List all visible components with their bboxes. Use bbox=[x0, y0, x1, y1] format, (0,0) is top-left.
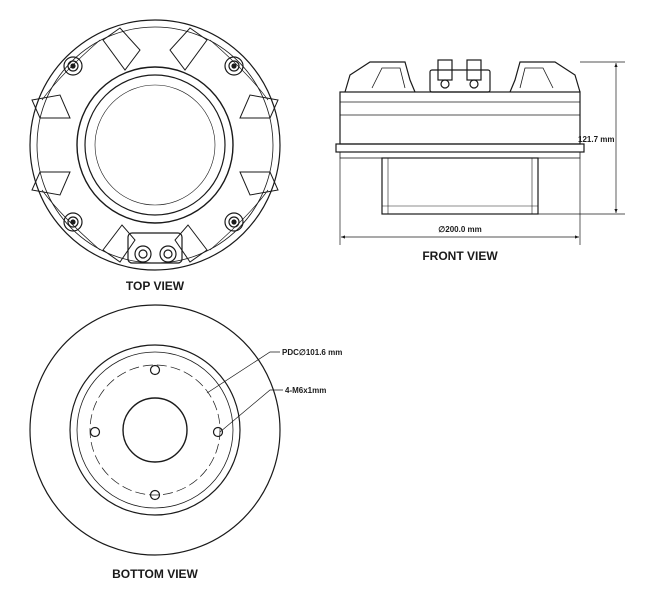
front-rib-right bbox=[509, 61, 581, 93]
rib-pocket bbox=[174, 224, 208, 263]
bottom-view-title: BOTTOM VIEW bbox=[112, 567, 198, 581]
pcd-label: PDC∅101.6 mm bbox=[282, 348, 342, 357]
top-terminal-block bbox=[127, 232, 183, 264]
front-rib-right-inner bbox=[519, 67, 554, 89]
bottom-mounting-hole bbox=[149, 364, 161, 376]
thread-label: 4-M6x1mm bbox=[285, 386, 326, 395]
bottom-mounting-hole bbox=[89, 426, 101, 438]
rib-arc bbox=[209, 189, 269, 251]
top-ribs bbox=[31, 27, 279, 263]
rib-pocket bbox=[239, 171, 279, 196]
bottom-outer-rim bbox=[29, 304, 281, 556]
rib-pocket bbox=[102, 224, 136, 263]
bottom-flange-inner-ring bbox=[76, 351, 234, 509]
top-center-inner-ring bbox=[84, 74, 226, 216]
top-view-title: TOP VIEW bbox=[126, 279, 185, 293]
pcd-leader bbox=[206, 351, 280, 394]
rib-pocket bbox=[102, 27, 141, 71]
diameter-label: ∅200.0 mm bbox=[438, 225, 481, 234]
thread-leader bbox=[219, 389, 283, 433]
height-label: 121.7 mm bbox=[578, 135, 614, 144]
bottom-flange-ring bbox=[69, 344, 241, 516]
front-dimensions bbox=[339, 61, 625, 245]
bottom-pcd-circle bbox=[89, 364, 221, 496]
top-center-dome bbox=[94, 84, 216, 206]
rib-pocket bbox=[31, 94, 71, 119]
top-center-ring bbox=[76, 66, 234, 224]
top-screw bbox=[63, 56, 83, 76]
rib-pocket bbox=[169, 27, 208, 71]
front-terminals bbox=[429, 59, 491, 93]
front-throat bbox=[381, 157, 539, 215]
rib-pocket bbox=[239, 94, 279, 119]
rib-arc bbox=[41, 39, 101, 101]
front-flange bbox=[335, 143, 585, 153]
top-screw bbox=[224, 56, 244, 76]
front-main-body bbox=[339, 91, 581, 145]
rib-arc bbox=[41, 189, 101, 251]
rib-pocket bbox=[31, 171, 71, 196]
front-view bbox=[335, 59, 585, 215]
front-rib-left-inner bbox=[371, 67, 406, 89]
top-outer-rim bbox=[29, 19, 281, 271]
top-screw bbox=[224, 212, 244, 232]
bottom-mounting-hole bbox=[212, 426, 224, 438]
bottom-throat-opening bbox=[122, 397, 188, 463]
front-rib-left bbox=[344, 61, 416, 93]
rib-arc bbox=[209, 39, 269, 101]
top-screw bbox=[63, 212, 83, 232]
front-view-title: FRONT VIEW bbox=[422, 249, 498, 263]
bottom-view bbox=[29, 304, 281, 556]
top-view bbox=[29, 19, 281, 271]
bottom-mounting-hole bbox=[149, 489, 161, 501]
bottom-leaders bbox=[206, 351, 283, 433]
